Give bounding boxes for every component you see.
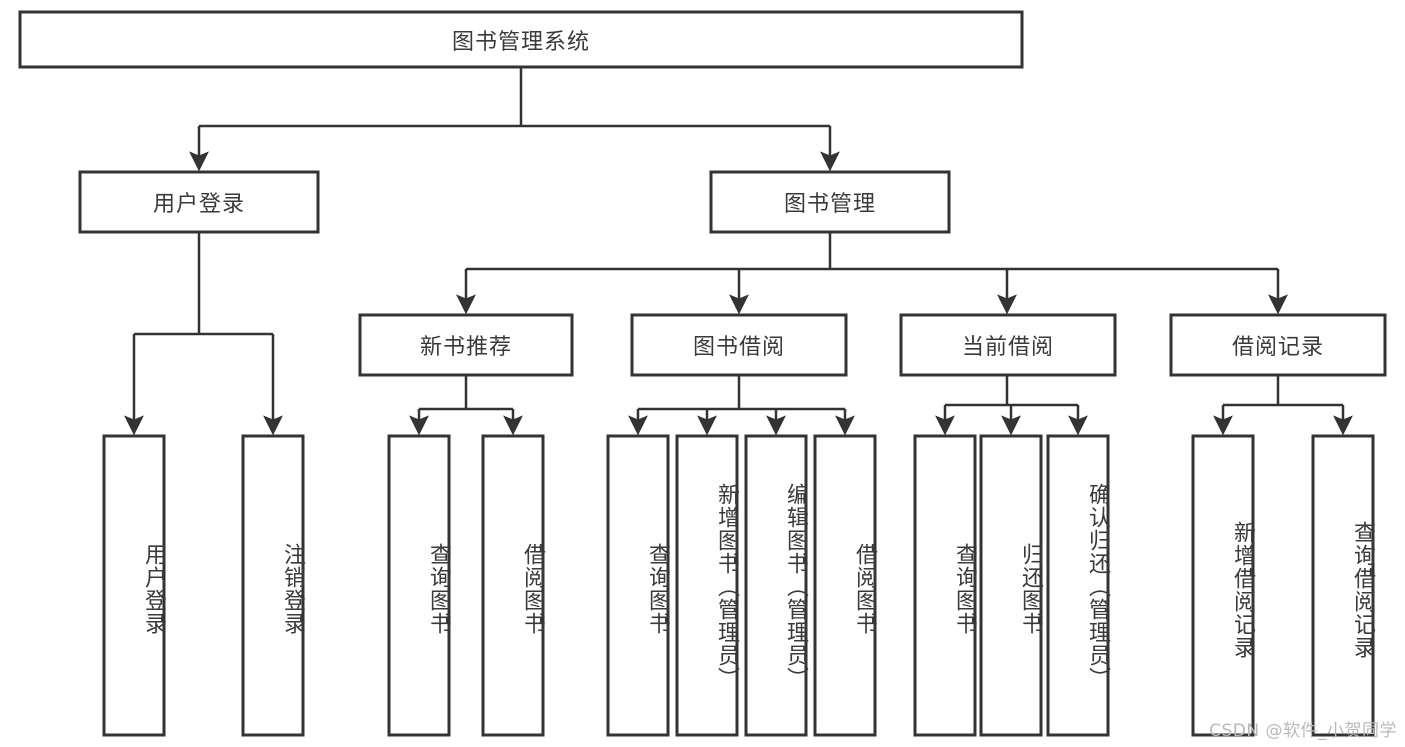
node-leaf-current-borrow-3[interactable] [1046,434,1110,737]
node-leaf-user-login-2[interactable] [241,434,305,737]
edges-borrow-record-to-leaves [1213,375,1353,436]
edges-book-mgmt-to-level3 [456,232,1288,315]
watermark-text: CSDN @软件_小贺同学 [1209,721,1397,741]
node-book-borrow[interactable] [630,313,848,377]
node-leaf-borrow-record-1[interactable] [1191,434,1255,737]
node-leaf-book-borrow-2[interactable] [675,434,739,737]
node-root[interactable] [18,10,1024,69]
node-current-borrow[interactable] [899,313,1117,377]
node-leaf-new-book-2[interactable] [481,434,545,737]
node-book-management[interactable] [709,170,951,234]
node-borrow-record[interactable] [1169,313,1387,377]
edges-root-to-level2 [189,67,840,172]
edges-book-borrow-to-leaves [628,375,855,436]
node-leaf-book-borrow-1[interactable] [606,434,670,737]
node-leaf-current-borrow-1[interactable] [913,434,977,737]
node-leaf-book-borrow-3[interactable] [744,434,808,737]
node-leaf-new-book-1[interactable] [387,434,451,737]
edges-new-book-to-leaves [409,375,523,436]
edges-user-login-to-leaves [124,232,283,436]
node-leaf-book-borrow-4[interactable] [813,434,877,737]
node-leaf-current-borrow-2[interactable] [979,434,1043,737]
node-new-book-recommend[interactable] [358,313,574,377]
edges-current-borrow-to-leaves [935,375,1088,436]
node-user-login[interactable] [78,170,320,234]
node-leaf-user-login-1[interactable] [102,434,166,737]
node-leaf-borrow-record-2[interactable] [1311,434,1375,737]
